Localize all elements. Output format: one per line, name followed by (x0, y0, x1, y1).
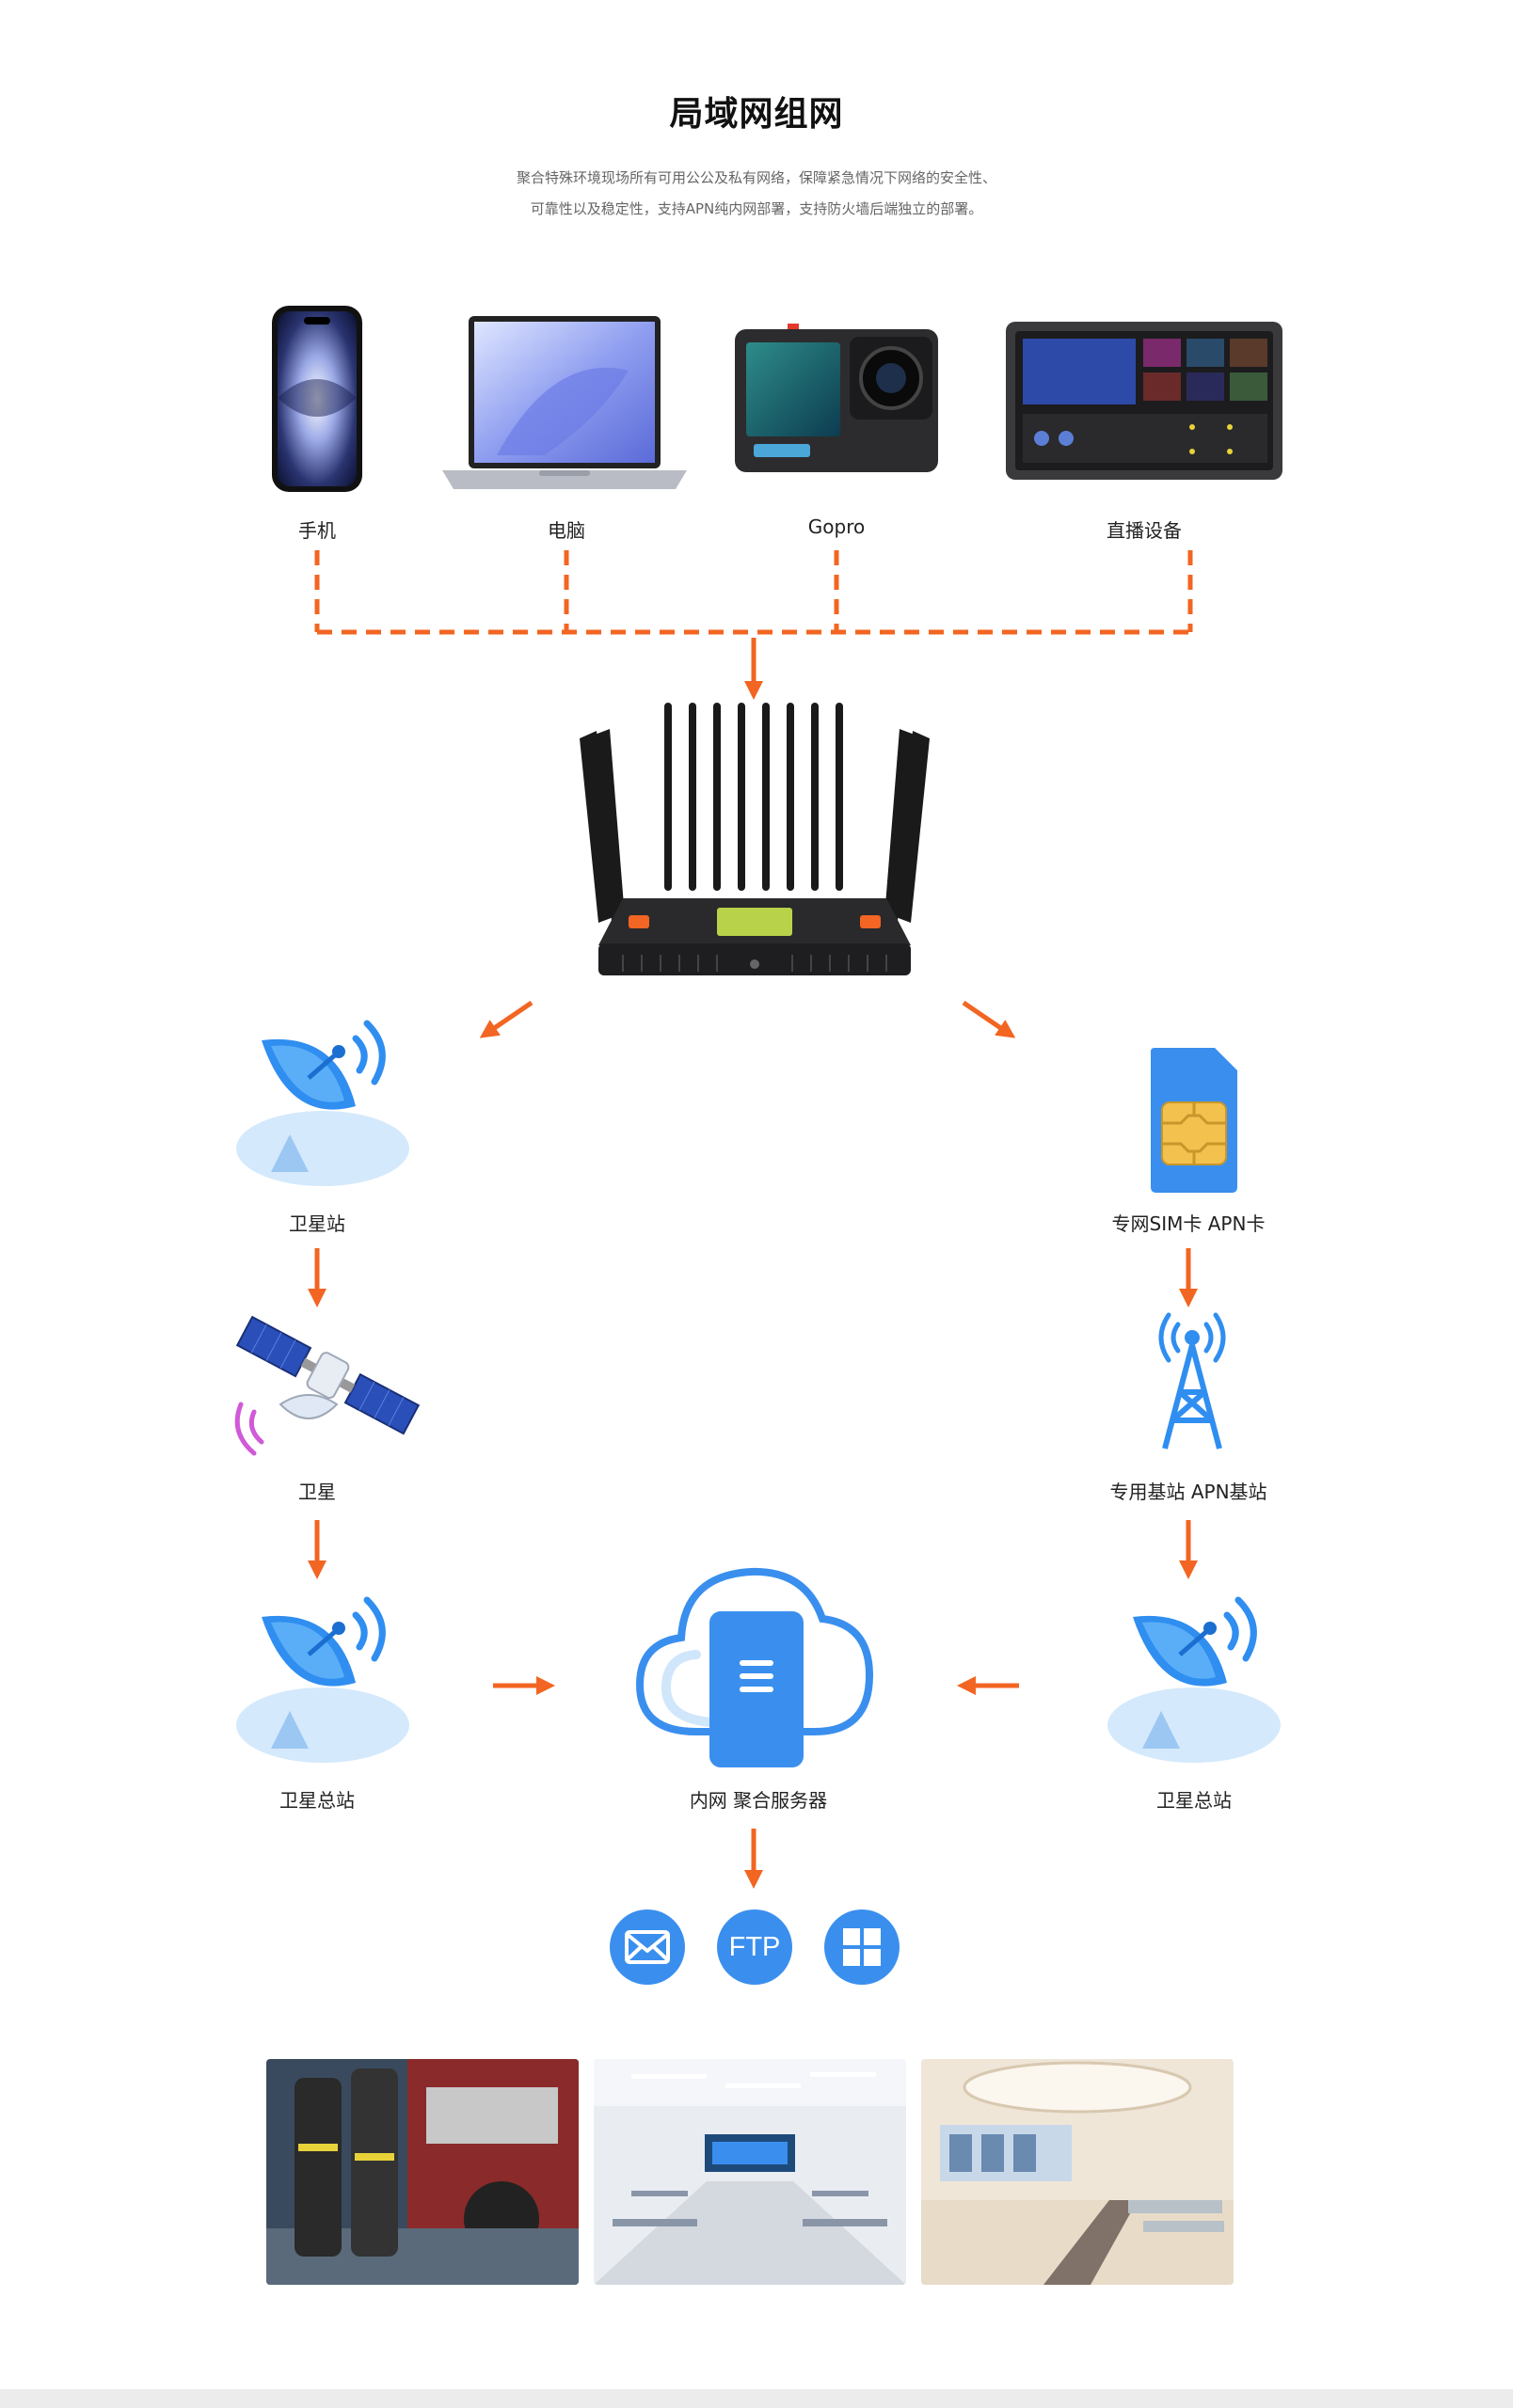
label-satellite-station: 卫星站 (289, 1212, 345, 1235)
device-label-live: 直播设备 (1107, 519, 1182, 542)
description-line-2: 可靠性以及稳定性，支持APN纯内网部署，支持防火墙后端独立的部署。 (530, 200, 983, 217)
laptop-icon (442, 316, 687, 489)
command-center-photo (594, 2059, 906, 2285)
satellite-icon (234, 1315, 421, 1456)
satellite-dish-icon (236, 1020, 409, 1186)
live-switcher-icon (1006, 322, 1282, 480)
smartphone-icon (272, 306, 362, 492)
firefighters-photo (266, 2059, 579, 2285)
label-aggregation-server: 内网 聚合服务器 (689, 1789, 828, 1812)
mail-icon (610, 1909, 685, 1985)
satellite-dish-icon (1107, 1596, 1281, 1763)
bottom-bar (0, 2389, 1513, 2408)
device-label-phone: 手机 (298, 519, 336, 542)
label-satellite: 卫星 (298, 1481, 336, 1503)
label-sim-apn: 专网SIM卡 APN卡 (1111, 1212, 1266, 1235)
device-label-computer: 电脑 (548, 519, 585, 542)
multi-antenna-router-icon (580, 703, 930, 975)
windows-icon (824, 1909, 900, 1985)
cell-tower-icon (1158, 1312, 1226, 1450)
page-title: 局域网组网 (669, 95, 844, 134)
satellite-dish-icon (236, 1596, 409, 1763)
ftp-icon: FTP (717, 1909, 792, 1985)
label-apn-base-station: 专用基站 APN基站 (1109, 1481, 1267, 1503)
ftp-icon-text: FTP (728, 1932, 781, 1962)
cloud-server-icon (635, 1567, 874, 1767)
description-line-1: 聚合特殊环境现场所有可用公公及私有网络，保障紧急情况下网络的安全性、 (516, 169, 996, 186)
action-camera-icon (735, 324, 938, 472)
device-label-gopro: Gopro (807, 515, 866, 538)
sim-card-icon (1151, 1048, 1237, 1193)
label-satellite-hub-right: 卫星总站 (1156, 1789, 1232, 1812)
service-hall-photo (921, 2059, 1234, 2285)
label-satellite-hub-left: 卫星总站 (279, 1789, 355, 1812)
